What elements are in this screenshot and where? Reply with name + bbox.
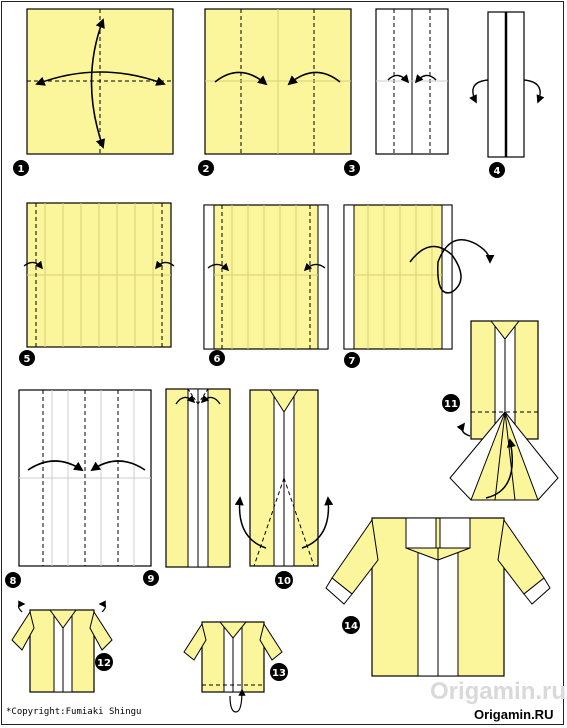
step-6-badge: 6 [209, 350, 225, 366]
step-5-badge: 5 [19, 350, 35, 366]
svg-text:1: 1 [18, 164, 25, 175]
step-2-badge: 2 [198, 160, 214, 176]
step-11-skirt [449, 320, 559, 501]
step-badges: 1 2 3 4 5 6 7 8 9 10 11 12 13 14 [5, 160, 505, 681]
step-9-badge: 9 [143, 570, 159, 586]
step-8-badge: 8 [5, 572, 21, 588]
step-12-sleeve-fold [11, 600, 113, 693]
step-14-badge: 14 [342, 616, 360, 634]
svg-text:6: 6 [214, 354, 221, 365]
site-credit: Origamin.RU [474, 707, 554, 722]
step-2-square [204, 8, 352, 155]
watermark: Origamin.ru [430, 678, 567, 705]
svg-text:10: 10 [277, 576, 291, 587]
step-13-badge: 13 [270, 663, 288, 681]
svg-text:2: 2 [203, 164, 210, 175]
step-9-collar-fold [165, 388, 231, 568]
step-10-skirt-fold [234, 389, 334, 567]
step-11-badge: 11 [442, 394, 460, 412]
svg-text:4: 4 [494, 166, 501, 177]
step-4-strip [469, 11, 545, 158]
step-6-pleats [203, 204, 329, 350]
step-12-badge: 12 [95, 653, 113, 671]
step-3-folded [375, 8, 449, 155]
step-1-badge: 1 [13, 160, 29, 176]
svg-text:3: 3 [349, 164, 356, 175]
svg-text:8: 8 [10, 576, 17, 587]
svg-text:9: 9 [148, 574, 155, 585]
step-4-badge: 4 [489, 162, 505, 178]
step-10-badge: 10 [275, 571, 293, 589]
svg-text:14: 14 [344, 621, 358, 632]
step-5-pleats [23, 202, 175, 348]
svg-text:12: 12 [97, 658, 111, 669]
svg-text:11: 11 [444, 399, 458, 410]
step-8-back [18, 389, 152, 567]
step-7-turn-over [343, 204, 495, 350]
step-13-hem-fold [183, 621, 283, 713]
svg-text:5: 5 [24, 354, 31, 365]
step-14-finished-shirt [325, 517, 551, 677]
step-7-badge: 7 [344, 352, 360, 368]
svg-text:13: 13 [272, 668, 286, 679]
copyright-notice: *Copyright:Fumiaki Shingu [6, 707, 142, 717]
svg-text:7: 7 [349, 356, 356, 367]
step-1-square [26, 8, 174, 155]
step-3-badge: 3 [344, 160, 360, 176]
